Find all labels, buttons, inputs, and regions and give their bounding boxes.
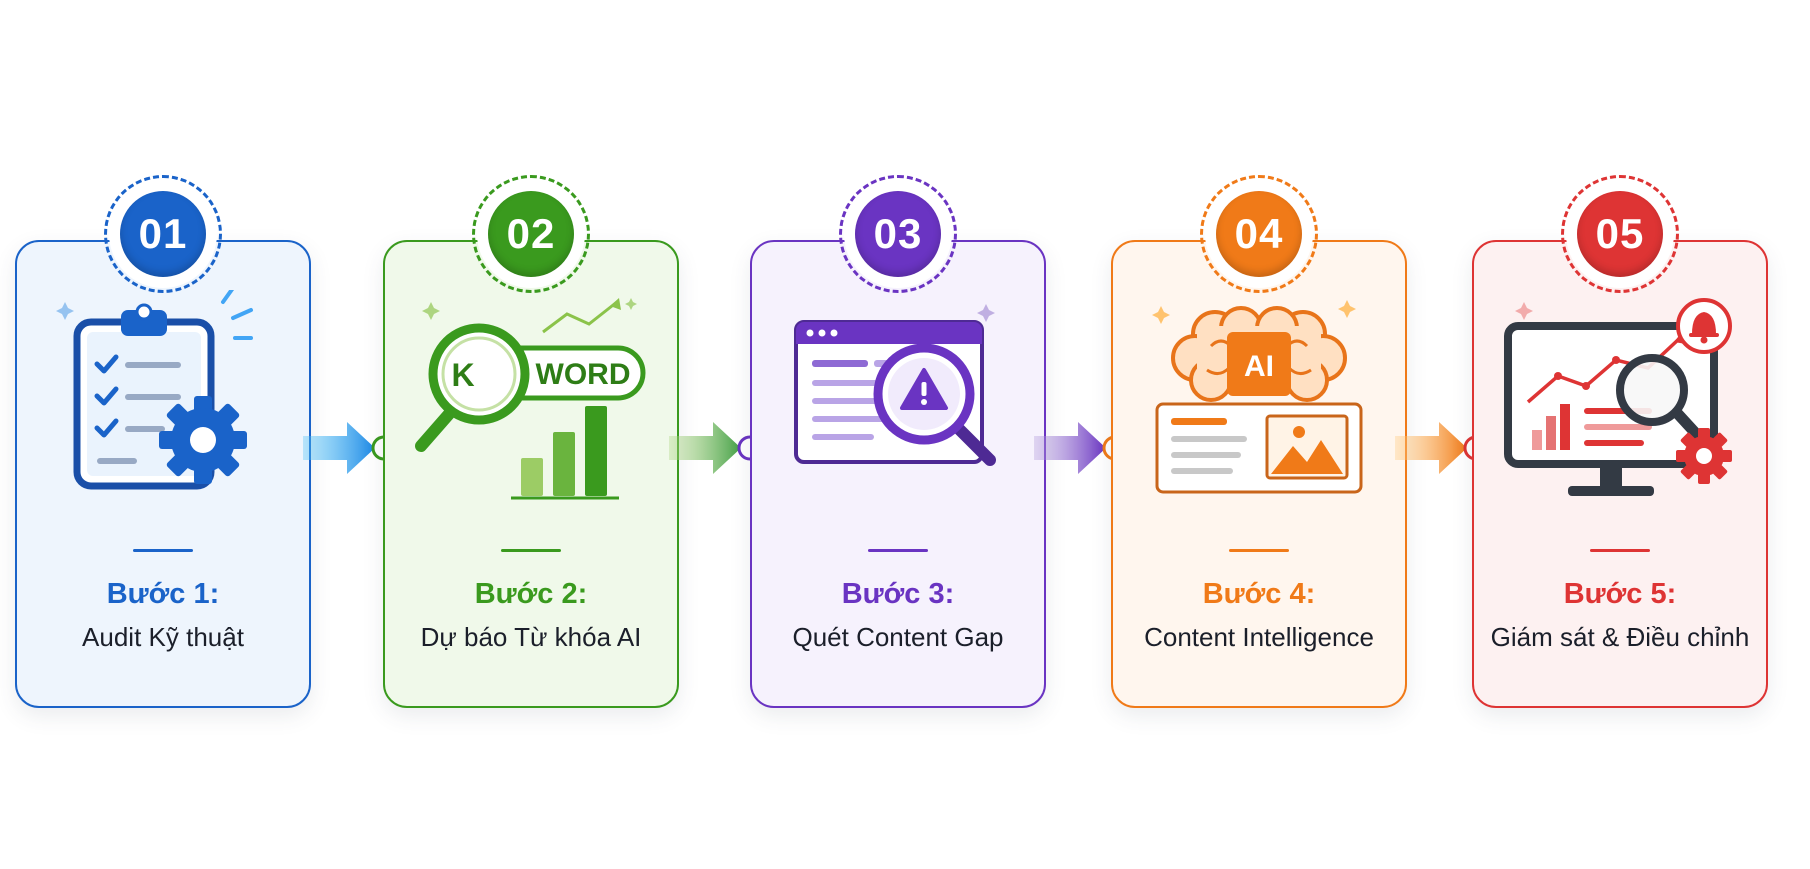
content-gap-scan-icon — [794, 304, 996, 466]
ai-chip-label: AI — [1244, 350, 1274, 383]
step-1-description: Audit Kỹ thuật — [82, 622, 244, 652]
step-4-badge-ring — [1200, 175, 1318, 293]
step-4-title: Bước 4: — [1202, 578, 1316, 610]
step-2-description: Dự báo Từ khóa AI — [420, 622, 642, 652]
step-2-number-badge: 02 — [488, 191, 574, 277]
step-3-number-badge: 03 — [855, 191, 941, 277]
monitoring-dashboard-icon — [1504, 298, 1732, 496]
step-4-description: Content Intelligence — [1144, 622, 1374, 652]
clipboard-checklist-icon — [56, 290, 253, 490]
step-5-description: Giám sát & Điều chỉnh — [1490, 622, 1750, 652]
step-2-badge-ring — [472, 175, 590, 293]
step-2-title: Bước 2: — [474, 578, 588, 610]
step-4-number-badge: 04 — [1216, 191, 1302, 277]
step-3-card — [750, 240, 1046, 708]
ai-brain-content-icon: AI — [1152, 300, 1363, 494]
keyword-text-right: WORD — [536, 358, 631, 391]
step-5-number-badge: 05 — [1577, 191, 1663, 277]
keyword-text-left: K — [451, 357, 474, 393]
step-5-badge-ring — [1561, 175, 1679, 293]
keyword-search-icon: WORD K — [415, 298, 646, 500]
step-1-title: Bước 1: — [106, 578, 220, 610]
step-1-badge-ring — [104, 175, 222, 293]
step-3-title: Bước 3: — [841, 578, 955, 610]
step-3-badge-ring — [839, 175, 957, 293]
step-5-title: Bước 5: — [1563, 578, 1677, 610]
step-3-description: Quét Content Gap — [792, 622, 1004, 652]
step-1-number-badge: 01 — [120, 191, 206, 277]
